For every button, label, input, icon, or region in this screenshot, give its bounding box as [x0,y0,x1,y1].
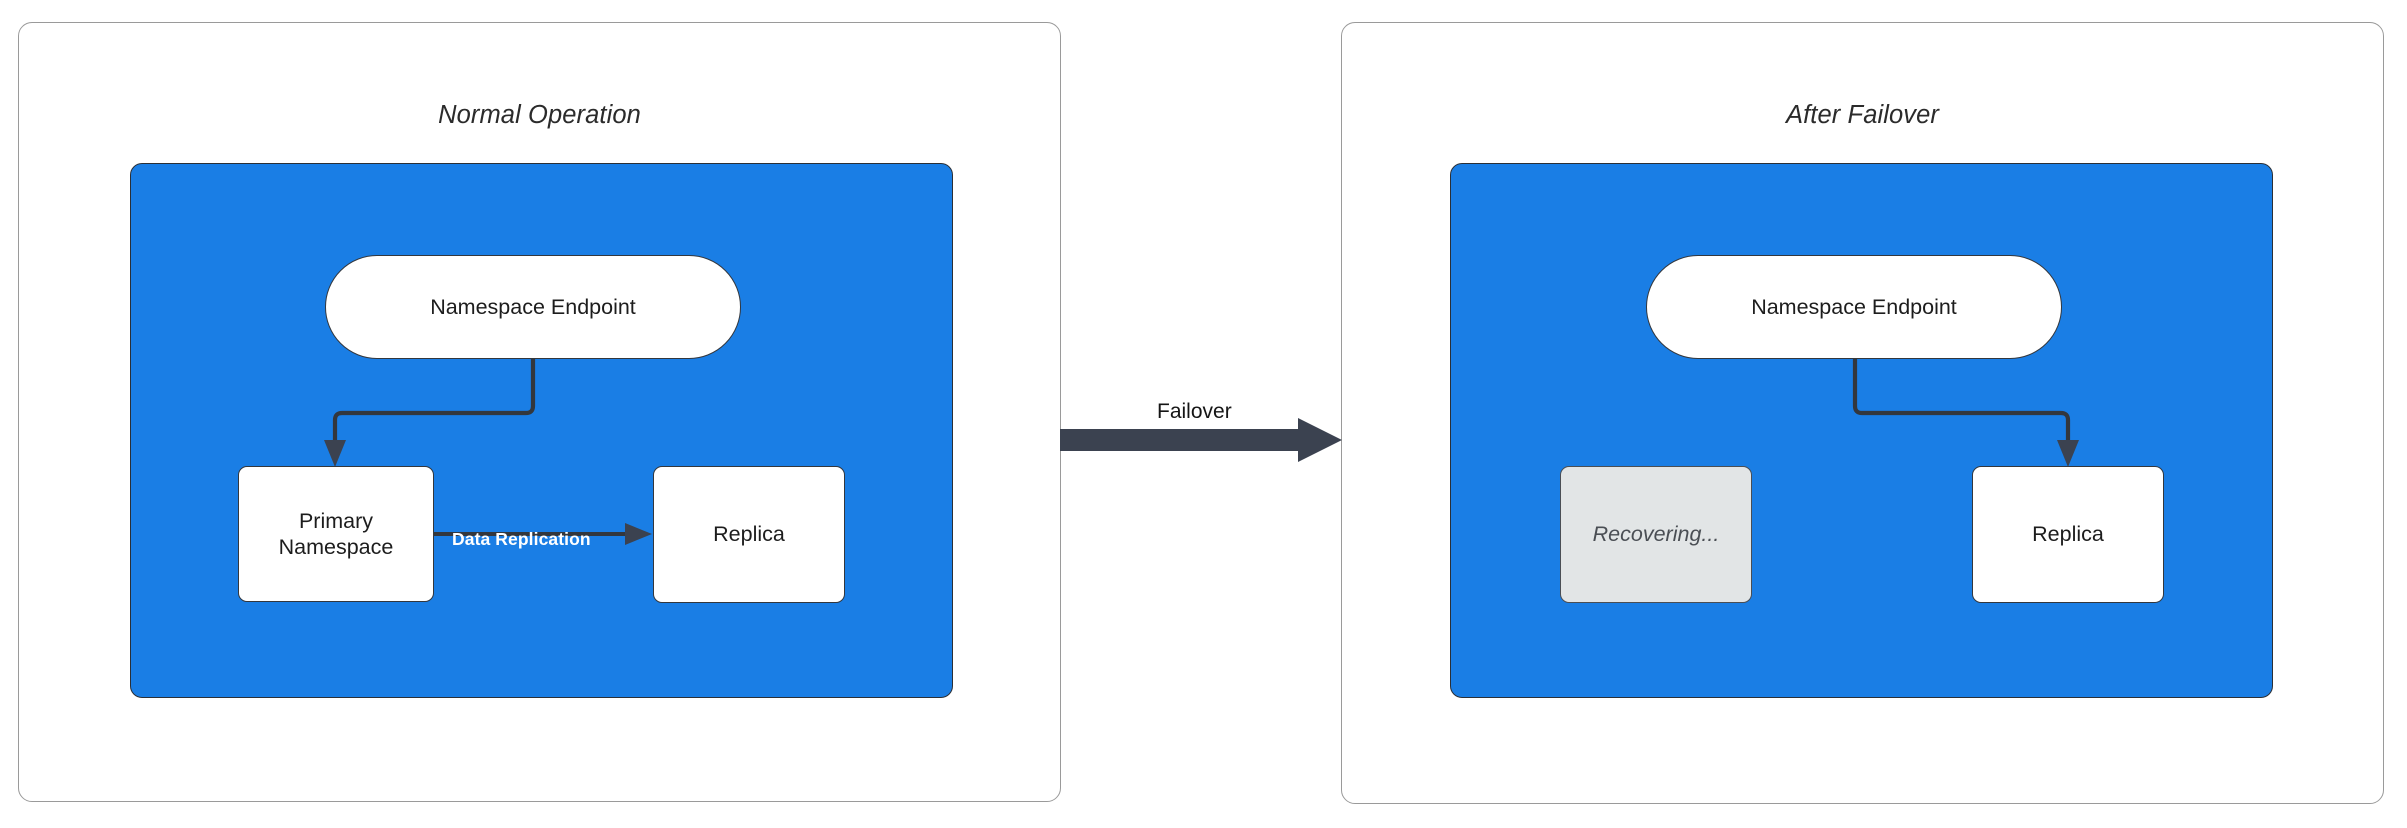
node-namespace-endpoint-right[interactable]: Namespace Endpoint [1646,255,2062,359]
node-label: Recovering... [1592,522,1720,547]
node-replica-right[interactable]: Replica [1972,466,2164,603]
transition-label-failover: Failover [1157,400,1232,423]
region-normal-operation [130,163,953,698]
node-recovering[interactable]: Recovering... [1560,466,1752,603]
node-label: Primary Namespace [279,508,394,560]
node-label-line2: Namespace [278,535,394,559]
node-namespace-endpoint-left[interactable]: Namespace Endpoint [325,255,741,359]
node-label: Replica [2032,522,2104,547]
node-label: Namespace Endpoint [430,294,636,319]
node-label: Replica [713,522,785,547]
node-label-line1: Primary [298,508,374,533]
failover-arrow-icon [1060,418,1342,462]
node-replica-left[interactable]: Replica [653,466,845,603]
edge-label-data-replication: Data Replication [452,529,591,549]
panel-title-after-failover: After Failover [1785,101,1940,129]
region-after-failover [1450,163,2273,698]
node-label: Namespace Endpoint [1751,294,1957,319]
node-primary-namespace[interactable]: Primary Namespace [238,466,434,602]
panel-title-normal-operation: Normal Operation [438,101,641,129]
